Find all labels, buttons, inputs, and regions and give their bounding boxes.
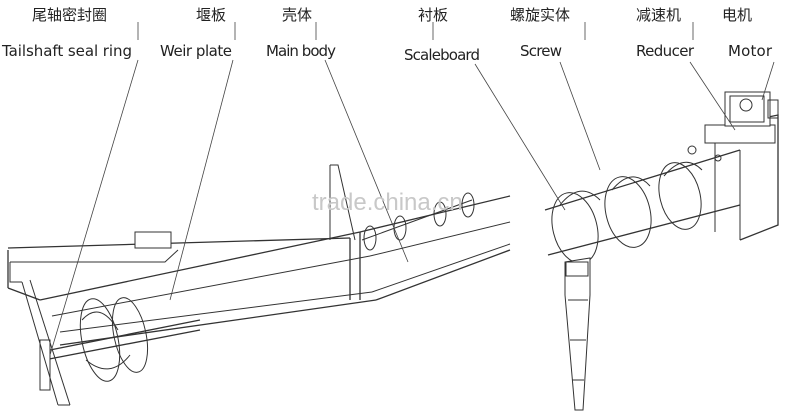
leader-lines: [49, 22, 775, 356]
label-tailshaft-cn: 尾轴密封圈: [32, 6, 107, 24]
screw-flights-mid: [361, 192, 475, 251]
label-weir-plate: 堰板 Weir plate: [160, 6, 232, 60]
screw-upper: [544, 91, 779, 264]
label-main-body-en: Main body: [266, 42, 336, 60]
label-tailshaft-en: Tailshaft seal ring: [1, 42, 132, 60]
screw-flights-lower: [21, 279, 201, 406]
trough-body: [7, 164, 511, 346]
label-motor: 电机 Motor: [722, 6, 773, 60]
label-main-body: 壳体 Main body: [266, 6, 336, 60]
label-scaleboard-cn: 衬板: [418, 6, 448, 24]
label-screw-cn: 螺旋实体: [510, 6, 570, 24]
watermark: trade.china.cn: [312, 189, 463, 216]
label-reducer-en: Reducer: [636, 42, 695, 60]
label-motor-cn: 电机: [722, 6, 752, 24]
label-weir-en: Weir plate: [160, 42, 232, 60]
label-tailshaft-seal-ring: 尾轴密封圈 Tailshaft seal ring: [1, 6, 132, 60]
discharge-chute: [564, 257, 591, 411]
label-motor-en: Motor: [728, 42, 773, 60]
label-reducer-cn: 减速机: [636, 6, 681, 24]
label-screw-en: Screw: [520, 42, 562, 60]
label-reducer: 减速机 Reducer: [636, 6, 695, 60]
label-screw: 螺旋实体 Screw: [510, 6, 570, 60]
label-main-body-cn: 壳体: [282, 6, 312, 24]
label-scaleboard: 衬板 Scaleboard: [404, 6, 480, 64]
label-scaleboard-en: Scaleboard: [404, 46, 480, 64]
label-weir-cn: 堰板: [196, 6, 226, 24]
